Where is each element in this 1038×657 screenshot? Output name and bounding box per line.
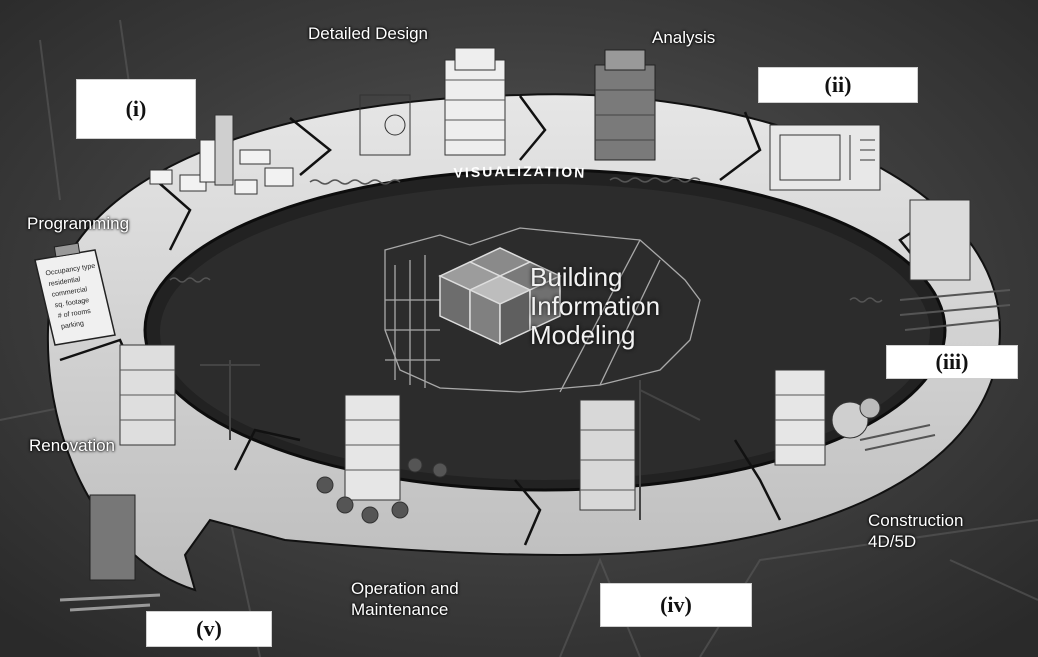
ring-wave-lines xyxy=(169,177,883,303)
stage-label-renovation: Renovation xyxy=(29,436,116,455)
stage-label-analysis: Analysis xyxy=(652,28,716,47)
placeholder-box-ii: (ii) xyxy=(758,67,918,103)
visualization-label: VISUALIZATION xyxy=(453,163,587,181)
visualization-label-text: VISUALIZATION xyxy=(453,163,585,181)
placeholder-box-iv: (iv) xyxy=(600,583,752,627)
placeholder-box-i: (i) xyxy=(76,79,196,139)
operation-illustration xyxy=(316,394,448,524)
bim-title-line1: Building xyxy=(530,262,623,292)
stage-label-operation-line1: Operation and xyxy=(351,579,459,598)
stage-label-programming: Programming xyxy=(27,214,130,233)
detailed-design-illustration xyxy=(359,47,506,156)
renovation-illustration xyxy=(119,344,260,446)
bim-wireframe xyxy=(384,227,701,393)
floorplan-illustration xyxy=(769,124,881,191)
bim-title-line2: Information xyxy=(530,291,661,321)
placeholder-box-v: (v) xyxy=(146,611,272,647)
bim-title: Building Information Modeling xyxy=(530,263,660,350)
construction-site-illustration xyxy=(579,380,701,520)
bim-title-line3: Modeling xyxy=(530,320,636,350)
stage-label-construction-line1: Construction xyxy=(868,511,964,530)
clipboard-line: parking xyxy=(61,320,85,331)
placeholder-box-iii: (iii) xyxy=(886,345,1018,379)
clipboard-line: residential xyxy=(48,276,81,288)
clipboard-icon xyxy=(34,242,116,346)
stage-label-construction-line2: 4D/5D xyxy=(868,532,917,551)
stage-label-operation-line2: Maintenance xyxy=(351,600,449,619)
fabrication-illustration xyxy=(899,199,1011,331)
programming-blocks-illustration xyxy=(149,114,294,195)
construction-illustration xyxy=(774,369,936,466)
bim-cube-icon xyxy=(438,247,562,346)
stage-label-detailed-design: Detailed Design xyxy=(308,24,429,43)
demolition-illustration xyxy=(59,494,161,612)
analysis-illustration xyxy=(594,49,656,161)
